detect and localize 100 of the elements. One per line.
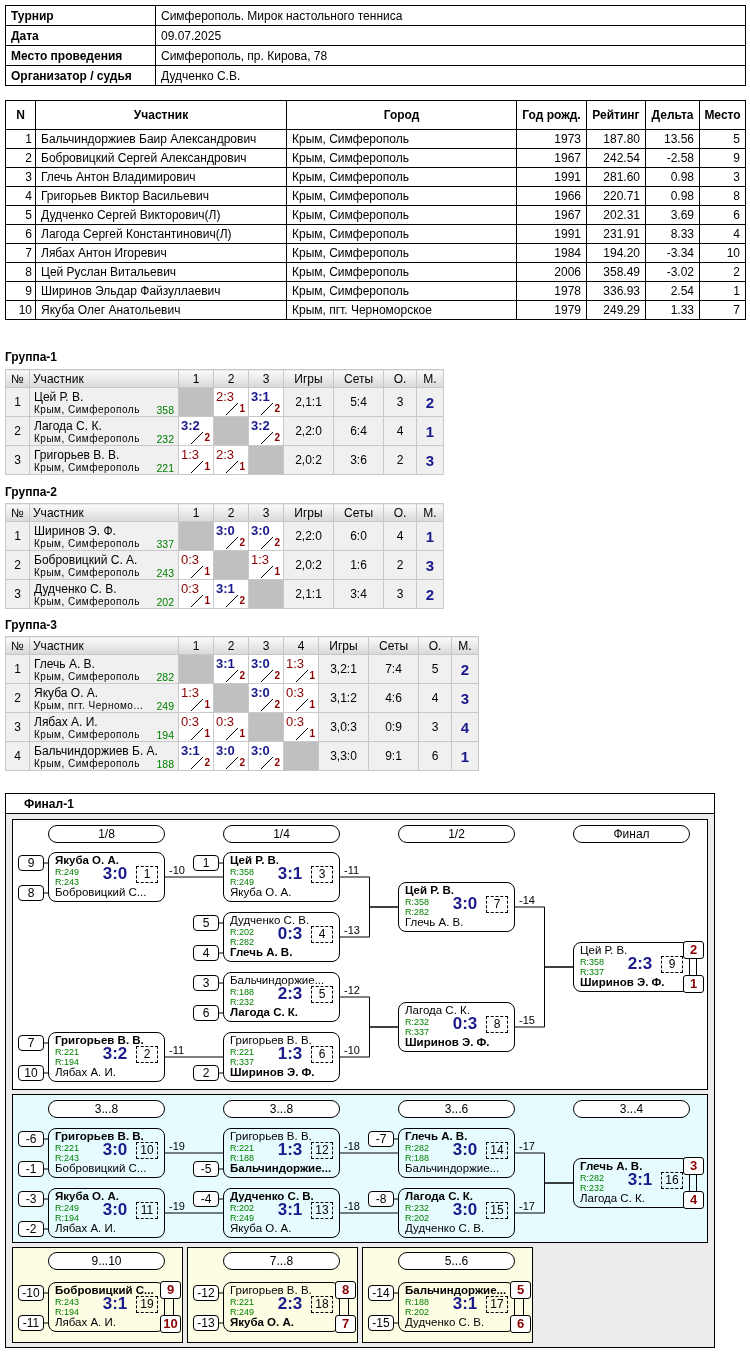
rating-value: 282: [156, 671, 174, 683]
edge-label: -17: [518, 1200, 536, 1212]
connector-line: [218, 1292, 224, 1294]
birth-year: 1991: [516, 224, 587, 244]
column-header: 4: [283, 636, 319, 655]
seed-label: 10: [18, 1065, 44, 1081]
column-header: Игры: [283, 503, 334, 522]
match-score: 2:3: [216, 447, 235, 462]
round-header: 3...6: [398, 1100, 515, 1118]
player-name: Якуба О. А.: [55, 1190, 119, 1202]
row-number: 3: [5, 579, 30, 609]
birth-year: 1984: [516, 243, 587, 263]
rating-value: R:243: [55, 1297, 80, 1307]
delta-value: 13.56: [645, 129, 700, 149]
edge-label: -10: [343, 1044, 361, 1056]
row-number: 2: [5, 148, 36, 168]
city-name: Крым, Симферополь: [286, 148, 517, 168]
column-header: 3: [248, 369, 284, 388]
rating-value: R:188: [405, 1153, 430, 1163]
city-name: Крым, Симферополь: [286, 167, 517, 187]
column-header: 3: [248, 636, 284, 655]
rating-value: 202: [156, 596, 174, 608]
participant-name: Бобровицкий Сергей Александрович: [35, 148, 287, 168]
seed-label: 1: [193, 855, 219, 871]
place-badge: 8: [335, 1281, 356, 1299]
column-header: №: [5, 636, 30, 655]
birth-year: 1979: [516, 300, 587, 320]
rating-value: R:202: [230, 1203, 255, 1213]
bracket-panel: [187, 1247, 358, 1343]
column-header: Участник: [35, 100, 287, 130]
rating-value: R:188: [230, 987, 255, 997]
rating-value: R:249: [55, 867, 80, 877]
column-header: Рейтинг: [586, 100, 646, 130]
match-box: [48, 1128, 165, 1178]
edge-label: -15: [518, 1014, 536, 1026]
match-points: 1: [274, 566, 280, 577]
rating-value: R:202: [405, 1307, 430, 1317]
match-score: 2:3: [626, 954, 654, 974]
match-box: [223, 1188, 340, 1238]
field-label: Место проведения: [5, 45, 156, 66]
connector-line: [218, 1322, 224, 1324]
connector-line: [218, 952, 224, 954]
match-score: 2:3: [277, 1294, 304, 1314]
city-name: Крым, пгт. Черноморское: [286, 300, 517, 320]
city-name: Крым, Симферополь: [286, 262, 517, 282]
place-badge: 9: [160, 1281, 181, 1299]
player-name: Григорьев В. В.: [230, 1284, 312, 1296]
place-badge: 6: [510, 1315, 531, 1333]
delta-value: -3.02: [645, 262, 700, 282]
place-badge: 5: [510, 1281, 531, 1299]
player-name: Дудченко С. В.: [34, 582, 117, 596]
match-box: [223, 912, 340, 962]
row-number: 1: [5, 387, 30, 417]
place-number: 4: [699, 224, 746, 244]
connector-line: [43, 1292, 49, 1294]
connector-line: [218, 1012, 224, 1014]
rating-value: 220.71: [586, 186, 646, 206]
connector-line: [348, 1298, 349, 1316]
match-score: 3:0: [101, 1200, 129, 1220]
section-frame: [5, 793, 715, 1348]
seed-label: 7: [18, 1035, 44, 1051]
birth-year: 1966: [516, 186, 587, 206]
column-header: О.: [418, 636, 452, 655]
seed-label: 4: [193, 945, 219, 961]
city-name: Крым, Симферополь: [34, 596, 140, 607]
player-name: Лагода С. К.: [580, 1192, 645, 1204]
match-box: [48, 852, 165, 902]
rating-value: R:358: [230, 867, 255, 877]
row-number: 5: [5, 205, 36, 225]
connector-line: [43, 1072, 49, 1074]
rating-value: 336.93: [586, 281, 646, 301]
place-badge: 4: [683, 1191, 704, 1209]
match-points: 2: [239, 670, 245, 681]
connector-line: [514, 966, 574, 1028]
city-name: Крым, Симферополь: [34, 404, 140, 415]
connector-line: [164, 1212, 224, 1214]
rating-value: R:232: [580, 1183, 605, 1193]
city-name: Крым, пгт. Черномо...: [34, 700, 144, 711]
column-header: 2: [213, 369, 249, 388]
rating-value: R:232: [230, 997, 255, 1007]
row-number: 4: [5, 741, 30, 771]
rating-value: R:221: [55, 1143, 80, 1153]
rating-value: R:358: [580, 957, 605, 967]
match-score: 3:0: [216, 743, 235, 758]
connector-line: [393, 1198, 399, 1200]
player-name: Лагода С. К.: [34, 419, 102, 433]
match-number: 13: [311, 1202, 333, 1219]
birth-year: 1978: [516, 281, 587, 301]
match-points: 1: [239, 403, 245, 414]
player-name: Бальчиндоржие...: [230, 1162, 332, 1174]
participant-name: Бальчиндоржиев Баир Александрович: [35, 129, 287, 149]
round-header: 3...8: [223, 1100, 340, 1118]
rating-value: R:358: [405, 897, 430, 907]
match-points: 1: [309, 728, 315, 739]
match-score: 3:0: [451, 1140, 479, 1160]
group-title: Группа-1: [5, 350, 58, 364]
player-name: Дудченко С. В.: [405, 1316, 485, 1328]
edge-label: -10: [168, 864, 186, 876]
match-number: 15: [486, 1202, 508, 1219]
column-header: Игры: [318, 636, 369, 655]
